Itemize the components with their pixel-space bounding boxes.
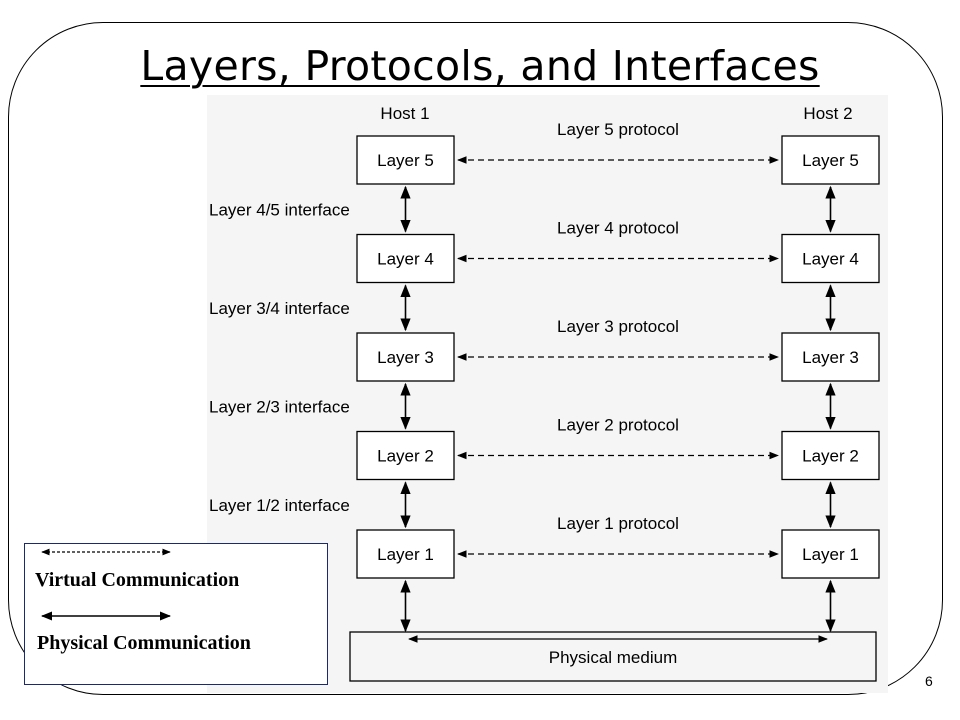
physical-medium-group: Physical medium (349, 631, 877, 682)
layer-row-5: Layer 5 Layer 5 Layer 5 protocol (356, 120, 880, 185)
host2-layer-box (781, 529, 880, 579)
host1-layer-label: Layer 4 (377, 250, 434, 269)
host2-layer-box (781, 135, 880, 185)
host-2-label: Host 2 (803, 104, 852, 123)
layer-diagram-canvas: Host 1 Host 2 Layer 5 Layer 5 Layer 5 prot… (209, 104, 880, 682)
host1-layer-box (356, 430, 455, 481)
host2-layer-box (781, 430, 880, 481)
protocol-label: Layer 2 protocol (557, 416, 679, 435)
protocol-label: Layer 5 protocol (557, 120, 679, 139)
protocol-label: Layer 4 protocol (557, 219, 679, 238)
page-number: 6 (925, 673, 933, 689)
host1-layer-box (356, 529, 455, 579)
host1-layer-label: Layer 3 (377, 348, 434, 367)
interface-label: Layer 1/2 interface (209, 496, 350, 515)
host2-layer-box (781, 332, 880, 382)
host1-layer-box (356, 135, 455, 185)
interface-label: Layer 2/3 interface (209, 397, 350, 416)
legend-box: Virtual Communication Physical Communica… (24, 543, 328, 685)
host1-layer-label: Layer 5 (377, 151, 434, 170)
host2-layer-label: Layer 5 (802, 151, 859, 170)
protocol-label: Layer 3 protocol (557, 317, 679, 336)
host2-layer-label: Layer 2 (802, 447, 859, 466)
interface-label: Layer 3/4 interface (209, 299, 350, 318)
host2-layer-label: Layer 3 (802, 348, 859, 367)
host1-layer-box (356, 332, 455, 382)
legend-virtual-label: Virtual Communication (35, 569, 240, 591)
layer-row-4: Layer 4 Layer 4 Layer 4 protocol (356, 219, 880, 284)
layer-row-2: Layer 2 Layer 2 Layer 2 protocol (356, 416, 880, 481)
host1-layer-box (356, 233, 455, 284)
layer-row-1: Layer 1 Layer 1 Layer 1 protocol (356, 514, 880, 579)
interface-row: Layer 2/3 interface (209, 382, 836, 430)
slide-frame (8, 22, 943, 695)
host2-layer-label: Layer 1 (802, 545, 859, 564)
interface-row: Layer 3/4 interface (209, 284, 836, 332)
slide-title: Layers, Protocols, and Interfaces (140, 42, 820, 90)
layer-row-3: Layer 3 Layer 3 Layer 3 protocol (356, 317, 880, 382)
protocol-label: Layer 1 protocol (557, 514, 679, 533)
host-1-label: Host 1 (380, 104, 429, 123)
host2-layer-box (781, 233, 880, 284)
physical-medium-label: Physical medium (549, 648, 678, 667)
host1-layer-label: Layer 2 (377, 447, 434, 466)
interface-label: Layer 4/5 interface (209, 200, 350, 219)
legend-physical-label: Physical Communication (37, 632, 251, 654)
legend-arrows (40, 548, 172, 621)
interface-row: Layer 4/5 interface (209, 185, 836, 233)
host2-layer-label: Layer 4 (802, 250, 859, 269)
host1-layer-label: Layer 1 (377, 545, 434, 564)
interface-row: Layer 1/2 interface (209, 481, 836, 529)
